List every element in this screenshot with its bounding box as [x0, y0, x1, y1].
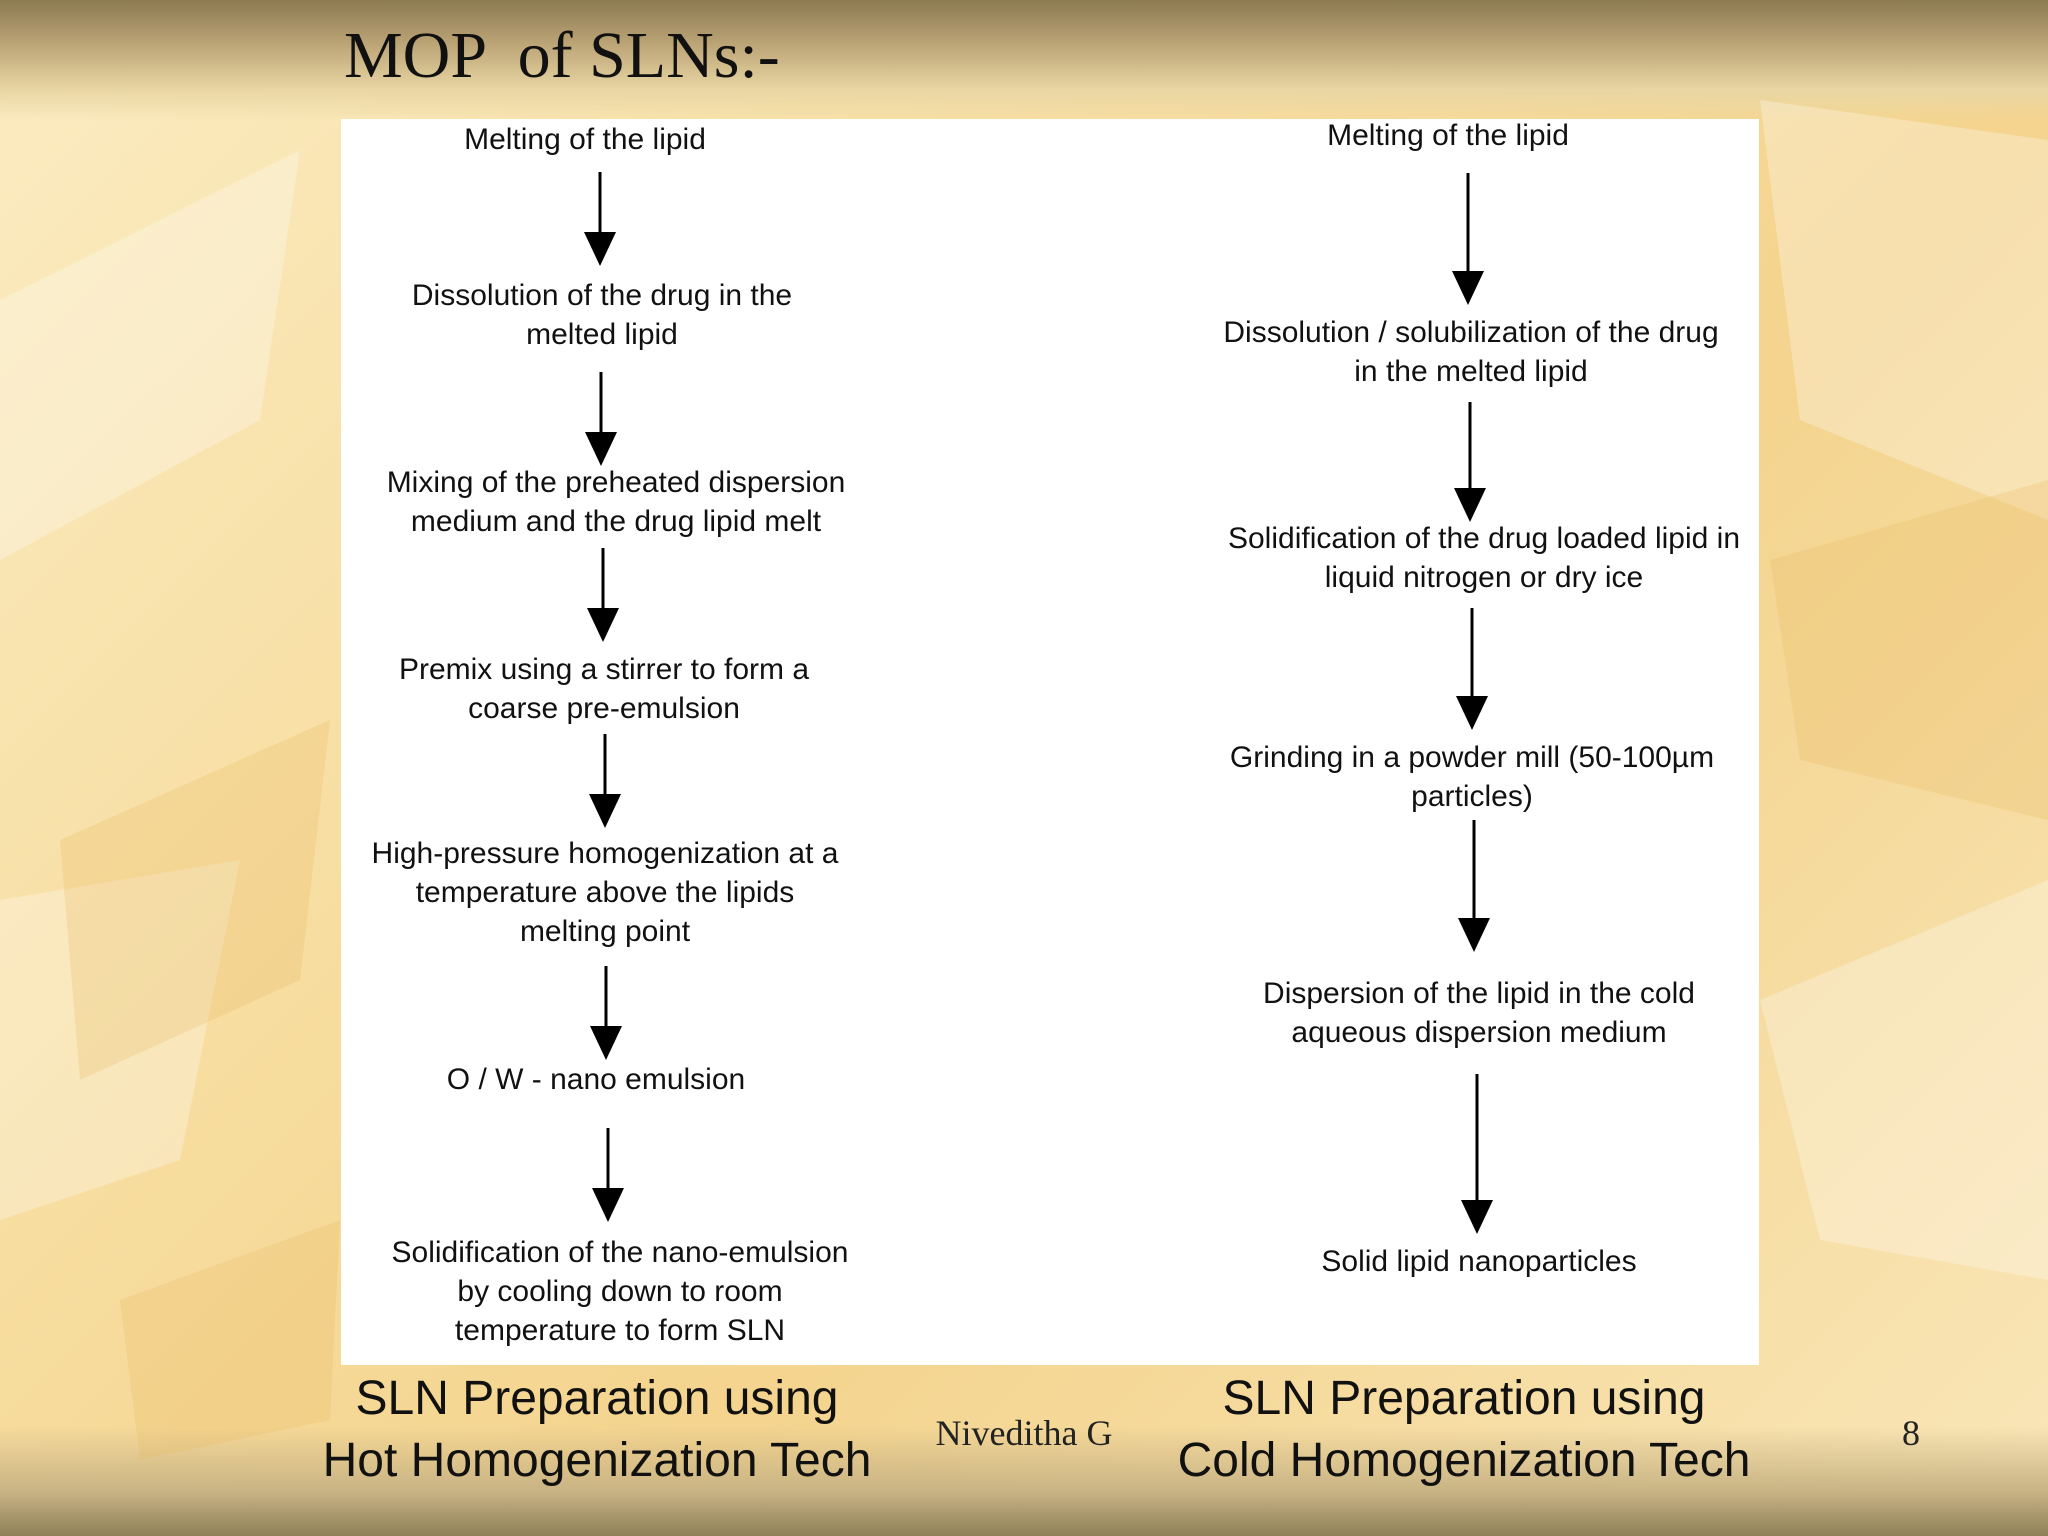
slide-title: MOP of SLNs:- [344, 19, 780, 92]
hot-arrow-1 [584, 172, 616, 266]
hot-arrow-4 [589, 734, 621, 828]
hot-step-7: Solidification of the nano-emulsion by c… [391, 1236, 849, 1347]
cold-arrow-4 [1458, 820, 1490, 952]
page-number: 8 [1902, 1413, 1920, 1453]
cold-arrow-3 [1456, 608, 1488, 730]
cold-caption: SLN Preparation using Cold Homogenizatio… [1177, 1372, 1751, 1487]
bottom-band [0, 1426, 2048, 1536]
cold-step-3: Solidification of the drug loaded lipid … [1227, 522, 1741, 594]
top-band [0, 0, 2048, 120]
hot-step-6: O / W - nano emulsion [446, 1063, 746, 1096]
cold-arrow-1 [1452, 173, 1484, 305]
cold-step-5: Dispersion of the lipid in the cold aque… [1263, 977, 1695, 1049]
hot-step-3: Mixing of the preheated dispersion mediu… [386, 466, 846, 538]
hot-step-1: Melting of the lipid [464, 123, 706, 156]
cold-arrow-2 [1454, 402, 1486, 522]
author-name: Niveditha G [935, 1413, 1113, 1453]
hot-arrow-3 [587, 548, 619, 642]
cold-step-6: Solid lipid nanoparticles [1321, 1245, 1637, 1278]
hot-step-2: Dissolution of the drug in the melted li… [411, 279, 793, 351]
cold-step-4: Grinding in a powder mill (50-100µm part… [1229, 741, 1715, 813]
hot-step-5: High-pressure homogenization at a temper… [371, 837, 839, 948]
hot-caption: SLN Preparation using Hot Homogenization… [322, 1372, 872, 1487]
hot-step-4: Premix using a stirrer to form a coarse … [398, 653, 810, 725]
cold-step-2: Dissolution / solubilization of the drug… [1223, 316, 1719, 388]
cold-arrow-5 [1461, 1074, 1493, 1234]
hot-arrow-5 [590, 966, 622, 1060]
flowchart-panel [341, 119, 1759, 1365]
hot-arrow-2 [585, 372, 617, 466]
hot-arrow-6 [592, 1128, 624, 1222]
cold-step-1: Melting of the lipid [1327, 119, 1569, 152]
